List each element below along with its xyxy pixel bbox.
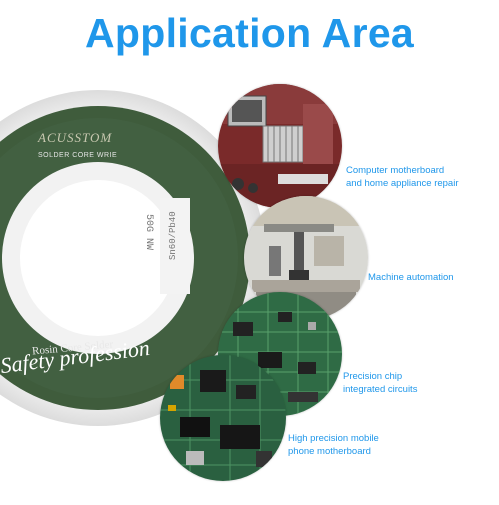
feature-label-automation: Machine automation xyxy=(368,272,454,283)
spool-subtitle: SOLDER CORE WRIE xyxy=(38,152,118,159)
motherboard-heatsink-photo xyxy=(218,84,342,208)
feature-label-phone-board: High precision mobile phone motherboard xyxy=(288,433,379,457)
spool-brand: ACUSSTOM xyxy=(38,130,113,145)
phone-board-photo xyxy=(160,355,286,481)
spool-weight-label: 50G NW xyxy=(143,214,154,251)
feature-label-chips: Precision chip integrated circuits xyxy=(343,371,418,395)
spool-alloy-label: Sn60/Pb40 xyxy=(168,211,178,260)
feature-label-motherboard: Computer motherboard and home appliance … xyxy=(346,165,459,189)
page-title: Application Area xyxy=(84,10,415,56)
